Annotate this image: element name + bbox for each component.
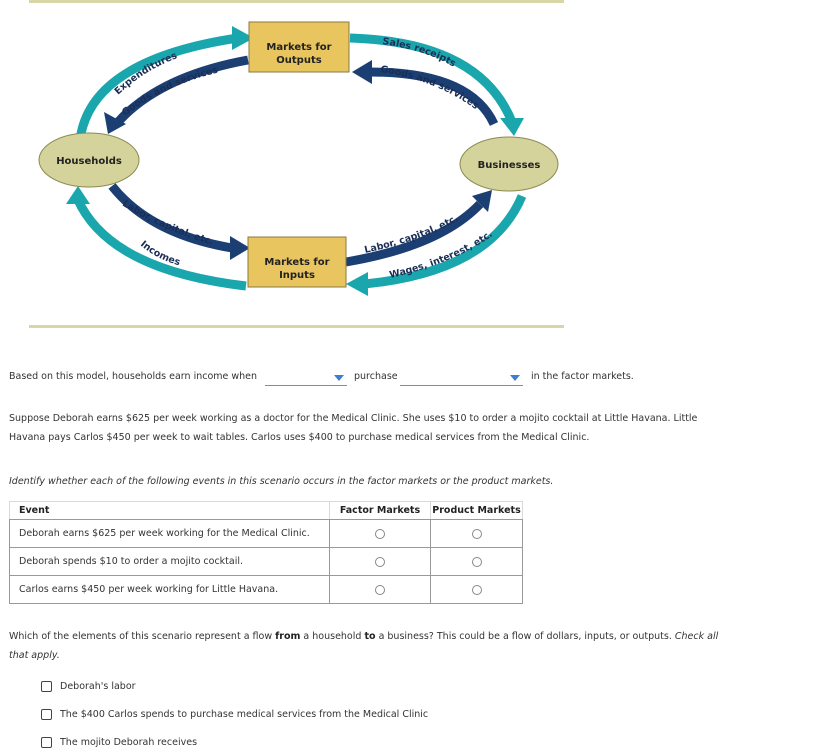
identify-instruction: Identify whether each of the following e… (9, 476, 554, 487)
wages-arrowhead (346, 272, 368, 296)
scenario-text: Suppose Deborah earns $625 per week work… (9, 409, 697, 447)
q3-part3: a business? This could be a flow of doll… (378, 631, 672, 642)
product-markets-column-header: Product Markets (430, 501, 523, 520)
labor-left-text: Labor, capital, etc. (120, 198, 215, 248)
q3-that-apply: that apply. (9, 650, 60, 661)
q3-from: from (275, 631, 301, 642)
markets-inputs-label-1: Markets for (264, 257, 329, 268)
incomes-arrow (73, 198, 247, 291)
table-row: Carlos earns $450 per week working for L… (9, 575, 523, 604)
households-label: Households (56, 156, 122, 167)
q1-prefix: Based on this model, households earn inc… (9, 371, 258, 382)
businesses-ellipse (459, 136, 559, 192)
checkbox-option-label: The mojito Deborah receives (60, 736, 198, 748)
factor-markets-cell (329, 547, 431, 576)
goods-services-right-arrow (369, 67, 499, 127)
table-row: Deborah spends $10 to order a mojito coc… (9, 547, 523, 576)
circular-flow-diagram: Markets for Outputs Markets for Inputs H… (29, 0, 564, 328)
markets-outputs-label-1: Markets for (266, 42, 331, 53)
wages-arrow (363, 194, 527, 289)
expenditures-arrow (75, 33, 239, 141)
incomes-arrowhead (66, 186, 90, 204)
scenario-line-2: Havana pays Carlos $450 per week to wait… (9, 432, 590, 443)
factor-markets-radio[interactable] (375, 556, 385, 567)
sales-receipts-arrowhead (500, 118, 524, 136)
markets-for-inputs-box (247, 236, 347, 288)
checkbox[interactable] (41, 708, 52, 720)
product-markets-radio[interactable] (471, 556, 482, 567)
q1-dropdown-2[interactable] (400, 369, 523, 386)
q3-part1: Which of the elements of this scenario r… (9, 631, 273, 642)
goods-services-left-arrow (114, 55, 249, 126)
labor-right-arrowhead (472, 190, 492, 212)
factor-markets-column-header: Factor Markets (329, 501, 431, 520)
bottom-rule (29, 325, 564, 328)
markets-inputs-label-2: Inputs (279, 270, 315, 281)
sales-receipts-arrow (349, 33, 517, 124)
factor-markets-radio[interactable] (375, 584, 385, 595)
markets-for-outputs-box (248, 21, 350, 73)
q1-middle: purchase (354, 371, 398, 382)
labor-left-arrowhead (230, 236, 250, 260)
table-row: Deborah earns $625 per week working for … (9, 519, 523, 548)
chevron-down-icon (334, 375, 344, 381)
factor-markets-cell (329, 519, 431, 548)
expenditures-arrowhead (232, 26, 254, 50)
scenario-line-1: Suppose Deborah earns $625 per week work… (9, 413, 698, 424)
q3-prompt: Which of the elements of this scenario r… (9, 627, 809, 665)
product-markets-radio[interactable] (471, 584, 482, 595)
q3-part2: a household (303, 631, 362, 642)
checkbox-option-1[interactable]: Deborah's labor (41, 679, 136, 693)
q1-suffix: in the factor markets. (531, 371, 634, 382)
chevron-down-icon (510, 375, 520, 381)
q1-dropdown-1[interactable] (265, 369, 347, 386)
households-ellipse (38, 132, 140, 188)
markets-outputs-label-2: Outputs (276, 55, 321, 66)
labor-left-label: Labor, capital, etc. (120, 198, 215, 248)
checkbox[interactable] (41, 680, 52, 692)
events-table: Event Factor Markets Product Markets Deb… (9, 501, 523, 604)
checkbox[interactable] (41, 736, 52, 748)
q3-to: to (364, 631, 376, 642)
checkbox-option-label: The $400 Carlos spends to purchase medic… (60, 708, 429, 720)
event-cell: Deborah spends $10 to order a mojito coc… (9, 547, 330, 576)
product-markets-cell (430, 575, 523, 604)
product-markets-cell (430, 519, 523, 548)
checkbox-option-label: Deborah's labor (60, 680, 136, 692)
event-cell: Deborah earns $625 per week working for … (9, 519, 330, 548)
factor-markets-cell (329, 575, 431, 604)
q3-check-all: Check all (674, 631, 719, 642)
goods-services-right-arrowhead (352, 60, 372, 84)
factor-markets-radio[interactable] (375, 528, 385, 539)
event-column-header: Event (9, 501, 330, 520)
businesses-label: Businesses (478, 160, 541, 171)
checkbox-option-3[interactable]: The mojito Deborah receives (41, 735, 197, 749)
checkbox-option-2[interactable]: The $400 Carlos spends to purchase medic… (41, 707, 428, 721)
goods-services-left-arrowhead (104, 112, 126, 134)
labor-left-arrow (108, 183, 233, 253)
product-markets-cell (430, 547, 523, 576)
top-rule (29, 0, 564, 3)
event-cell: Carlos earns $450 per week working for L… (9, 575, 330, 604)
product-markets-radio[interactable] (471, 528, 482, 539)
events-header-row: Event Factor Markets Product Markets (9, 501, 523, 520)
labor-right-arrow (345, 200, 484, 267)
